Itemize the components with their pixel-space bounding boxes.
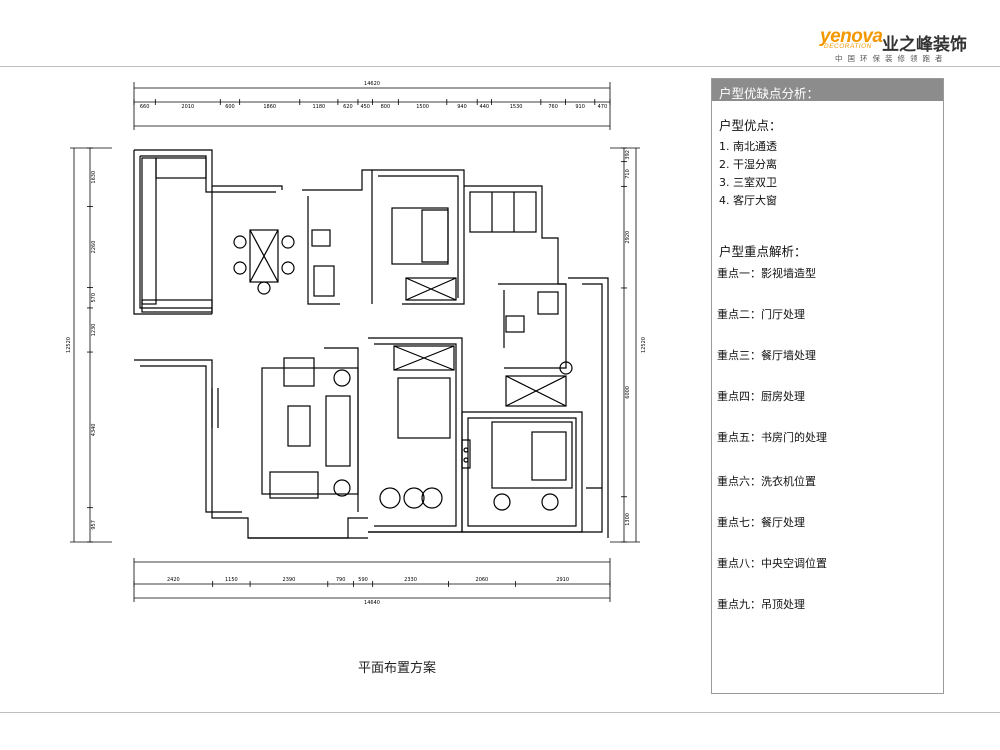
bottom-dim-label: 2910: [556, 577, 569, 583]
right-dim-label: 6000: [625, 386, 631, 399]
right-dim-label: 710: [625, 169, 631, 179]
plan-caption: 平面布置方案: [358, 661, 437, 676]
bottom-dim-label: 790: [336, 577, 346, 583]
left-dim-label: 570: [91, 293, 97, 303]
left-dim-label: 4340: [91, 423, 97, 436]
advantages-title: 户型优点：: [719, 118, 782, 133]
key-point-item: 重点七：餐厅处理: [717, 516, 805, 529]
advantage-item: 2. 干湿分离: [719, 158, 777, 171]
top-dim-label: 450: [360, 104, 370, 110]
top-dim-label: 1860: [263, 104, 276, 110]
left-dim-label: 2260: [91, 241, 97, 254]
key-point-item: 重点四：厨房处理: [717, 390, 805, 403]
top-dim-label: 2010: [181, 104, 194, 110]
right-dim-label: 2920: [625, 231, 631, 244]
brand-latin-sub: DECORATION: [824, 43, 872, 50]
top-dim-label: 940: [457, 104, 467, 110]
brand-tagline: 中国环保装修领跑者: [835, 54, 948, 63]
top-dim-label: 620: [343, 104, 353, 110]
floor-plan: 660 2010 600 1860 1180 620 450 800 1500 940 440 153…: [62, 78, 652, 618]
right-dim-label: 392: [625, 150, 631, 160]
header-divider: [0, 66, 1000, 67]
panel-header: 户型优缺点分析：: [712, 79, 943, 101]
top-dim-label: 1180: [312, 104, 325, 110]
right-dim-label: 1300: [625, 513, 631, 526]
advantage-item: 1. 南北通透: [719, 140, 777, 153]
brand-latin-name: yenova: [820, 26, 883, 47]
bottom-dim-label: 590: [358, 577, 368, 583]
floor-plan-drawing: 660 2010 600 1860 1180 620 450 800 1500 940 440 153…: [66, 81, 647, 606]
left-dim-total: 12520: [66, 337, 72, 353]
advantage-item: 3. 三室双卫: [719, 176, 777, 189]
top-dim-label: 440: [480, 104, 490, 110]
right-dim-total: 12520: [641, 337, 647, 353]
top-dim-total: 14620: [364, 81, 380, 87]
key-point-item: 重点九：吊顶处理: [717, 598, 805, 611]
advantage-item: 4. 客厅大窗: [719, 194, 777, 207]
footer-divider: [0, 712, 1000, 713]
left-dim-label: 1230: [91, 324, 97, 337]
top-dim-label: 910: [575, 104, 585, 110]
bottom-dim-label: 2390: [283, 577, 296, 583]
brand-logo: yenova DECORATION 业之峰装饰 中国环保装修领跑者: [820, 26, 970, 66]
key-point-item: 重点三：餐厅墙处理: [717, 349, 816, 362]
bottom-dim-label: 2420: [167, 577, 180, 583]
left-dim-label: 1630: [91, 171, 97, 184]
key-point-item: 重点一：影视墙造型: [717, 267, 816, 280]
top-dim-label: 800: [381, 104, 391, 110]
top-dim-label: 600: [225, 104, 235, 110]
top-dim-label: 1500: [416, 104, 429, 110]
bottom-dim-total: 14640: [364, 600, 380, 606]
bottom-dim-label: 1150: [225, 577, 238, 583]
bottom-dim-label: 2330: [404, 577, 417, 583]
top-dim-label: 1530: [510, 104, 523, 110]
key-points-list: 重点一：影视墙造型 重点二：门厅处理 重点三：餐厅墙处理 重点四：厨房处理 重点…: [717, 265, 827, 637]
bottom-dim-label: 2060: [476, 577, 489, 583]
key-point-item: 重点五：书房门的处理: [717, 431, 827, 444]
brand-chinese-name: 业之峰装饰: [882, 35, 967, 55]
top-dim-label: 760: [548, 104, 558, 110]
top-dim-label: 470: [598, 104, 608, 110]
key-point-item: 重点二：门厅处理: [717, 308, 805, 321]
advantages-list: 1. 南北通透 2. 干湿分离 3. 三室双卫 4. 客厅大窗: [719, 138, 777, 210]
left-dim-label: 957: [91, 520, 97, 530]
key-point-item: 重点八：中央空调位置: [717, 557, 827, 570]
points-title: 户型重点解析：: [719, 244, 807, 259]
key-point-item: 重点六：洗衣机位置: [717, 475, 816, 488]
top-dim-label: 660: [140, 104, 150, 110]
analysis-panel: 户型优缺点分析： 户型优点： 1. 南北通透 2. 干湿分离 3. 三室双卫 4…: [711, 78, 944, 694]
